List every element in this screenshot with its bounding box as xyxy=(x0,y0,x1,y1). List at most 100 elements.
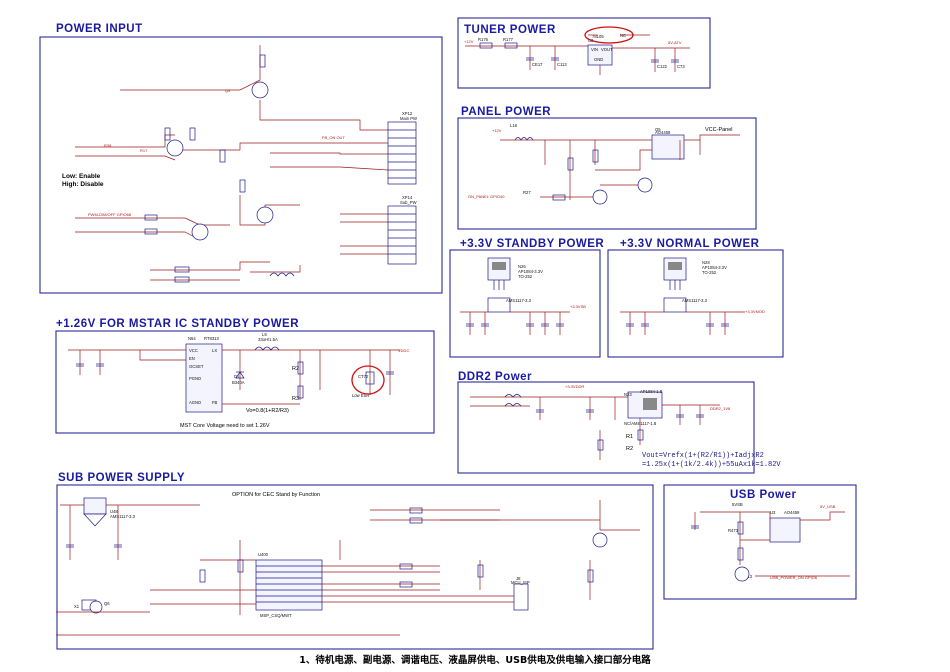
low-enable-note: Low: Enable xyxy=(62,173,101,180)
mstar-pin-ocset: OCSET xyxy=(189,364,204,369)
xp14-label: Sub_PW xyxy=(400,200,417,205)
panel-power-title: PANEL POWER xyxy=(461,106,551,118)
sub-u48-ref: U48 xyxy=(110,509,118,514)
mstar-l9-value: 33uH/1.5A xyxy=(258,337,278,342)
mstar-core-note: MST Core Voltage need to set 1.26V xyxy=(180,423,270,429)
normal-alt-regulator xyxy=(663,297,687,313)
mstar-r2-label: R2 xyxy=(292,366,299,372)
tuner-power-block: TUNER POWER VIN VOUT GND U3 78L05 NC +12… xyxy=(457,17,711,89)
standby-out-net: +3.3VSB xyxy=(570,304,586,309)
standby-33-block: +3.3V STANDBY POWER N26 AP1084-3.3V TO-2… xyxy=(449,238,604,358)
mstar-pin-agnd: AGND xyxy=(189,400,201,405)
mstar-pin-fb: FB xyxy=(212,400,218,405)
r177-label: R177 xyxy=(503,37,514,42)
sub-power-box xyxy=(56,484,654,650)
ddr2-formula-2: =1.25x(1+(1k/2.4k))+55uAx1k=1.82V xyxy=(642,461,781,469)
mstar-l9: L9 xyxy=(262,332,267,337)
tuner-vout: VOUT xyxy=(601,47,613,52)
mstar-out-net: VDDC xyxy=(398,348,409,353)
mstar-126-block: +1.26V FOR MSTAR IC STANDBY POWER N54 RT… xyxy=(55,318,435,434)
sub-mcu-ref: U400 xyxy=(258,552,269,557)
r176-label: R176 xyxy=(478,37,489,42)
ddr2-power-box xyxy=(457,381,755,474)
xp14-ref: XP14 xyxy=(402,195,413,200)
power-input-box xyxy=(39,36,443,294)
mstar-d1-part: B340A xyxy=(232,380,245,385)
mstar-pin-vcc: VCC xyxy=(189,348,198,353)
ddr2-regulator-tab xyxy=(643,398,657,410)
tuner-power-title: TUNER POWER xyxy=(464,24,556,36)
tuner-power-box xyxy=(457,17,711,89)
sub-q6-ref: Q6 xyxy=(104,601,110,606)
standby-n26: N26 xyxy=(518,264,526,269)
normal-33-block: +3.3V NORMAL POWER N28 AP1084-3.3V TO-25… xyxy=(607,238,784,358)
mstar-126-box xyxy=(55,330,435,434)
c73-label: C73 xyxy=(677,64,685,69)
pwm-net: PWM-DIM/OFF GPIO68 xyxy=(88,212,132,217)
q4-label: Q4 xyxy=(225,88,231,93)
c122-label: C122 xyxy=(657,64,668,69)
tuner-out-net: 5V-ATV xyxy=(668,40,682,45)
panel-q5-ref: Q5 xyxy=(655,127,661,132)
panel-mosfet-q5 xyxy=(651,134,685,160)
panel-ctrl-net: ON_PANEL GPIO40 xyxy=(468,194,505,199)
cec-option-note: OPTION for CEC Stand by Function xyxy=(232,492,320,498)
ddr2-r1-label: R1 xyxy=(626,434,633,440)
sub-mcu-u400 xyxy=(255,559,323,611)
sub-mcu-part: MSP_CSQ/MWT xyxy=(260,613,292,618)
standby-alt-part: AMS1117-3.3 xyxy=(506,298,532,303)
mstar-ct72: CT72 xyxy=(358,374,369,379)
normal-33-title: +3.3V NORMAL POWER xyxy=(620,238,760,250)
ddr2-r2-label: R2 xyxy=(626,446,633,452)
normal-regulator-tab xyxy=(668,262,682,270)
ddr2-part: AP1084-1.8 xyxy=(640,389,663,394)
usb-power-block: USB Power U3 AO4459 5V_USB 5VSB USB_POWE… xyxy=(663,484,857,600)
ce17-label: CE17 xyxy=(532,62,543,67)
standby-alt-regulator xyxy=(487,297,511,313)
usb-out-net: 5V_USB xyxy=(820,504,836,509)
usb-part: AO4459 xyxy=(784,510,800,515)
normal-part: AP1084-3.3V xyxy=(702,265,727,270)
tuner-nc: NC xyxy=(620,33,626,38)
sub-j8-label: MCU_ISP xyxy=(511,580,530,585)
connector-xp14 xyxy=(387,205,417,265)
normal-pkg: TO-252 xyxy=(702,270,717,275)
mstar-u-ref: N54 xyxy=(188,336,196,341)
bottom-caption: 1、待机电源、副电源、调谐电压、液晶屏供电、USB供电及供电输入接口部分电路 xyxy=(299,654,651,666)
mstar-vo-formula: Vo=0.8(1+R2/R3) xyxy=(246,408,289,414)
r17-label: R17 xyxy=(140,148,148,153)
ddr2-alt-part: NC/AMS1117-1.8 xyxy=(624,421,657,426)
panel-vcc-net: VCC-Panel xyxy=(705,127,733,133)
standby-33-title: +3.3V STANDBY POWER xyxy=(460,238,604,250)
panel-power-block: PANEL POWER Q5 AO4459 VCC-Panel +12V L18… xyxy=(457,106,757,230)
mstar-part: RT8313 xyxy=(204,336,219,341)
high-disable-note: High: Disable xyxy=(62,181,104,188)
ddr2-u-ref: N23 xyxy=(624,392,632,397)
sub-u48-regulator xyxy=(83,497,107,515)
mstar-buck-ic xyxy=(185,343,223,413)
sub-power-block: SUB POWER SUPPLY OPTION for CEC Stand by… xyxy=(56,472,654,650)
mstar-pin-lx: LX xyxy=(212,348,217,353)
ddr2-power-block: DDR2 Power N23 AP1084-1.8 NC/AMS1117-1.8… xyxy=(457,371,781,474)
sub-x1-ref: X1 xyxy=(74,604,80,609)
standby-33-box xyxy=(449,249,601,358)
power-input-title: POWER INPUT xyxy=(56,23,143,35)
tuner-in-net: +12V xyxy=(464,39,474,44)
ddr2-in-net: +3.3VDDR xyxy=(565,384,584,389)
usb-u-ref: U3 xyxy=(770,510,776,515)
normal-alt-part: AMS1117-3.3 xyxy=(682,298,708,303)
mstar-126-title: +1.26V FOR MSTAR IC STANDBY POWER xyxy=(56,318,299,330)
ddr2-formula-1: Vout=Vrefx(1+(R2/R1))+IadjxR2 xyxy=(642,452,764,460)
normal-n28: N28 xyxy=(702,260,710,265)
ddr2-power-title: DDR2 Power xyxy=(458,371,532,383)
normal-out-net: +3.3VMOD xyxy=(745,309,765,314)
sub-j8-ref: J8 xyxy=(516,576,521,581)
mstar-pin-en: EN xyxy=(189,356,195,361)
connector-xp12 xyxy=(387,121,417,185)
usb-power-box xyxy=(663,484,857,600)
usb-mosfet xyxy=(769,517,801,543)
usb-power-title: USB Power xyxy=(730,489,797,501)
esr-highlight xyxy=(351,365,385,395)
sub-power-title: SUB POWER SUPPLY xyxy=(58,472,185,484)
